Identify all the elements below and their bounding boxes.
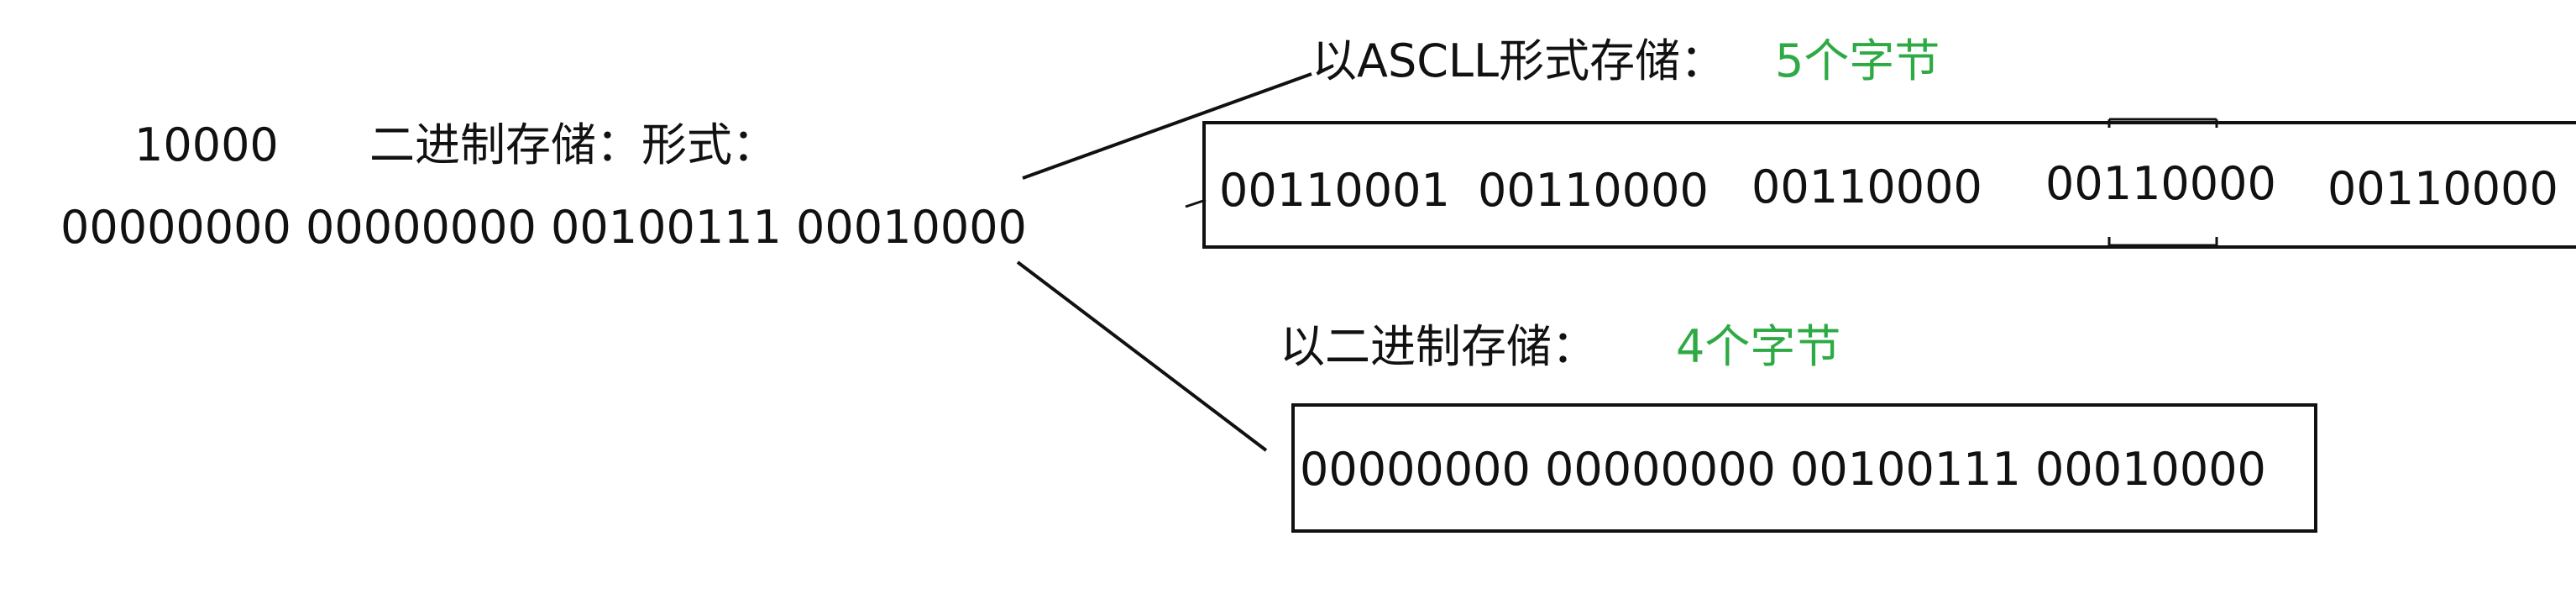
ascii-byte-4: 00110000 [2045,157,2276,210]
binary-storage-title: 以二进制存储： [1280,320,1597,373]
source-binary-value: 00000000 00000000 00100111 00010000 [60,201,1027,254]
binary-storage-size: 4个字节 [1676,320,1841,373]
connector-to-ascii [1022,72,1312,180]
binary-storage-box [1291,403,2317,533]
ascii-byte-5: 00110000 [2327,162,2558,215]
ascii-byte-1: 00110001 [1219,164,1450,217]
ascii-byte-2: 00110000 [1478,164,1709,217]
connector-to-binary [1016,260,1268,452]
binary-storage-value: 00000000 00000000 00100111 00010000 [1300,443,2266,496]
ascii-storage-size: 5个字节 [1775,34,1940,87]
ascii-storage-title: 以ASCLL形式存储： [1312,34,1726,87]
source-storage-label: 二进制存储：形式： [369,118,778,171]
ascii-byte-3: 00110000 [1751,160,1982,213]
source-number: 10000 [134,118,279,171]
ascii-storage-box [1202,121,2576,249]
